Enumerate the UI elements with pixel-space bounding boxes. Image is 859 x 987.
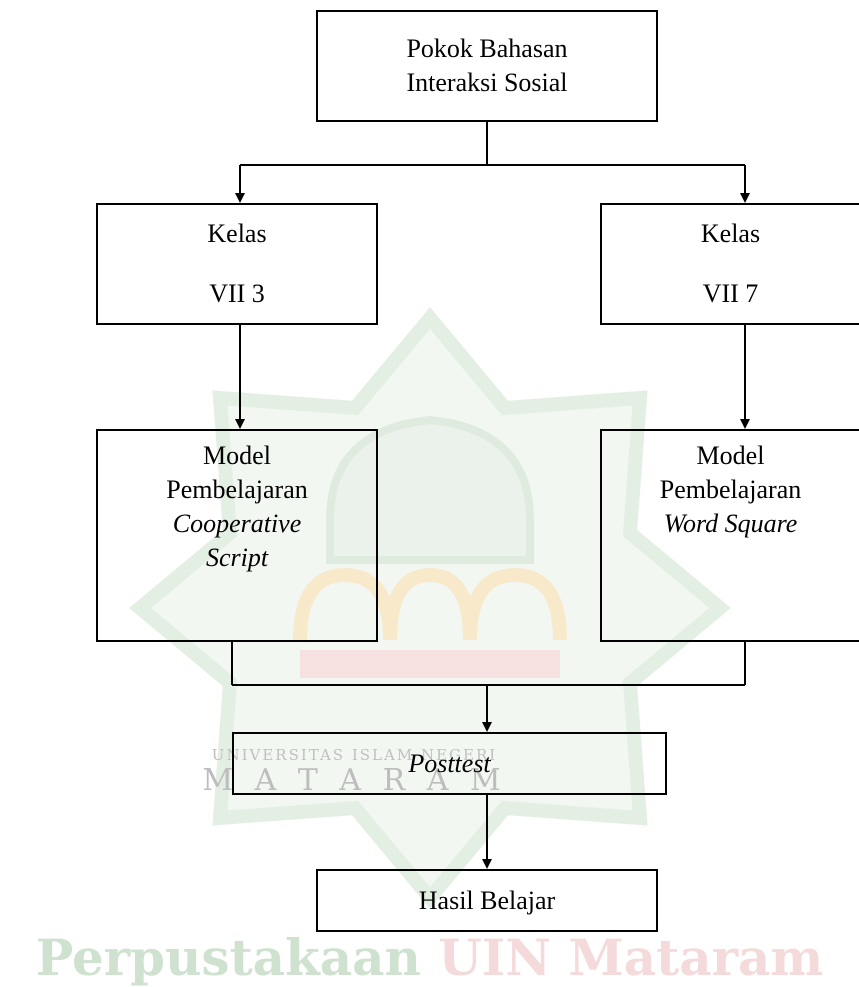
node-class-a-line1: Kelas bbox=[207, 219, 267, 248]
watermark-library-part2: UIN Mataram bbox=[438, 928, 824, 987]
node-class-b: Kelas VII 7 bbox=[600, 203, 859, 325]
node-model-b-line2: Pembelajaran bbox=[659, 475, 802, 504]
node-model-b-line3: Word Square bbox=[663, 509, 798, 538]
node-model-a-line4: Script bbox=[205, 543, 269, 572]
watermark-logo bbox=[129, 307, 731, 909]
watermark-library-text: Perpustakaan UIN Mataram bbox=[0, 930, 859, 986]
node-model-a-line1: Model bbox=[203, 441, 271, 470]
node-class-a: Kelas VII 3 bbox=[96, 203, 378, 325]
node-posttest-label: Posttest bbox=[408, 748, 491, 778]
watermark-city-text: M A T A R A M bbox=[202, 763, 507, 798]
node-topic-line1: Pokok Bahasan bbox=[406, 34, 568, 63]
node-model-a-line3: Cooperative bbox=[172, 509, 302, 538]
node-posttest: Posttest bbox=[232, 732, 667, 795]
watermark-star-icon bbox=[129, 307, 731, 909]
node-result-label: Hasil Belajar bbox=[418, 885, 556, 915]
watermark-university-text: UNIVERSITAS ISLAM NEGERI bbox=[211, 746, 498, 764]
node-result: Hasil Belajar bbox=[316, 869, 658, 932]
watermark-arches-icon bbox=[293, 567, 567, 641]
watermark-dome-icon bbox=[326, 415, 534, 564]
node-model-b-line1: Model bbox=[696, 441, 765, 470]
node-model-a: Model Pembelajaran Cooperative Script bbox=[96, 429, 378, 642]
watermark-library-part1: Perpustakaan bbox=[35, 928, 421, 987]
watermark-book-icon bbox=[300, 650, 560, 678]
node-class-a-line2: VII 3 bbox=[209, 279, 265, 308]
node-class-b-line2: VII 7 bbox=[702, 279, 759, 308]
node-topic: Pokok Bahasan Interaksi Sosial bbox=[316, 10, 658, 122]
node-class-b-line1: Kelas bbox=[700, 219, 761, 248]
connectors bbox=[231, 122, 750, 869]
node-model-b: Model Pembelajaran Word Square bbox=[600, 429, 859, 642]
node-model-a-line2: Pembelajaran bbox=[166, 475, 308, 504]
node-topic-line2: Interaksi Sosial bbox=[406, 68, 568, 97]
